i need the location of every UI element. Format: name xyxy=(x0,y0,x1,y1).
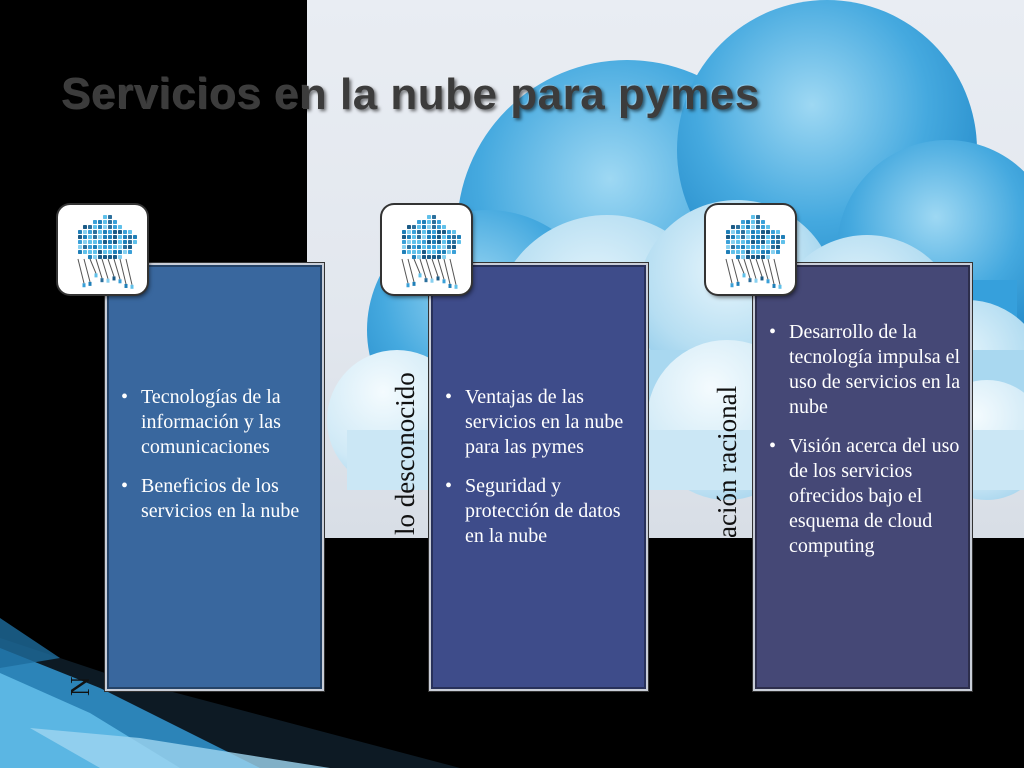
bullet-list: Ventajas de las servicios en la nube par… xyxy=(431,385,640,563)
cloud-computing-icon xyxy=(58,205,147,294)
bullet-item: Seguridad y protección de datos en la nu… xyxy=(445,474,640,549)
bullet-item: Beneficios de los servicios en la nube xyxy=(121,474,316,524)
decorative-stripes xyxy=(0,618,460,768)
bullet-item: Visión acerca del uso de los servicios o… xyxy=(769,434,964,559)
cloud-computing-icon xyxy=(401,215,461,289)
bullet-list: Desarrollo de la tecnología impulsa el u… xyxy=(755,320,964,573)
slide-title: Servicios en la nube para pymes xyxy=(62,70,760,119)
bullet-item: Ventajas de las servicios en la nube par… xyxy=(445,385,640,460)
vertical-label-3: ación racional xyxy=(712,385,742,538)
bullet-item: Tecnologías de la información y las comu… xyxy=(121,385,316,460)
cloud-computing-icon xyxy=(706,205,795,294)
content-panel-2: Ventajas de las servicios en la nube par… xyxy=(429,263,648,691)
content-panel-3: Desarrollo de la tecnología impulsa el u… xyxy=(753,263,972,691)
vertical-label-1: N xyxy=(65,676,95,697)
vertical-label-2: lo desconocido xyxy=(390,372,420,535)
bullet-item: Desarrollo de la tecnología impulsa el u… xyxy=(769,320,964,420)
bullet-list: Tecnologías de la información y las comu… xyxy=(107,385,316,538)
cloud-computing-icon xyxy=(725,215,785,289)
cloud-computing-icon xyxy=(77,215,137,289)
cloud-computing-icon xyxy=(382,205,471,294)
content-panel-1: Tecnologías de la información y las comu… xyxy=(105,263,324,691)
